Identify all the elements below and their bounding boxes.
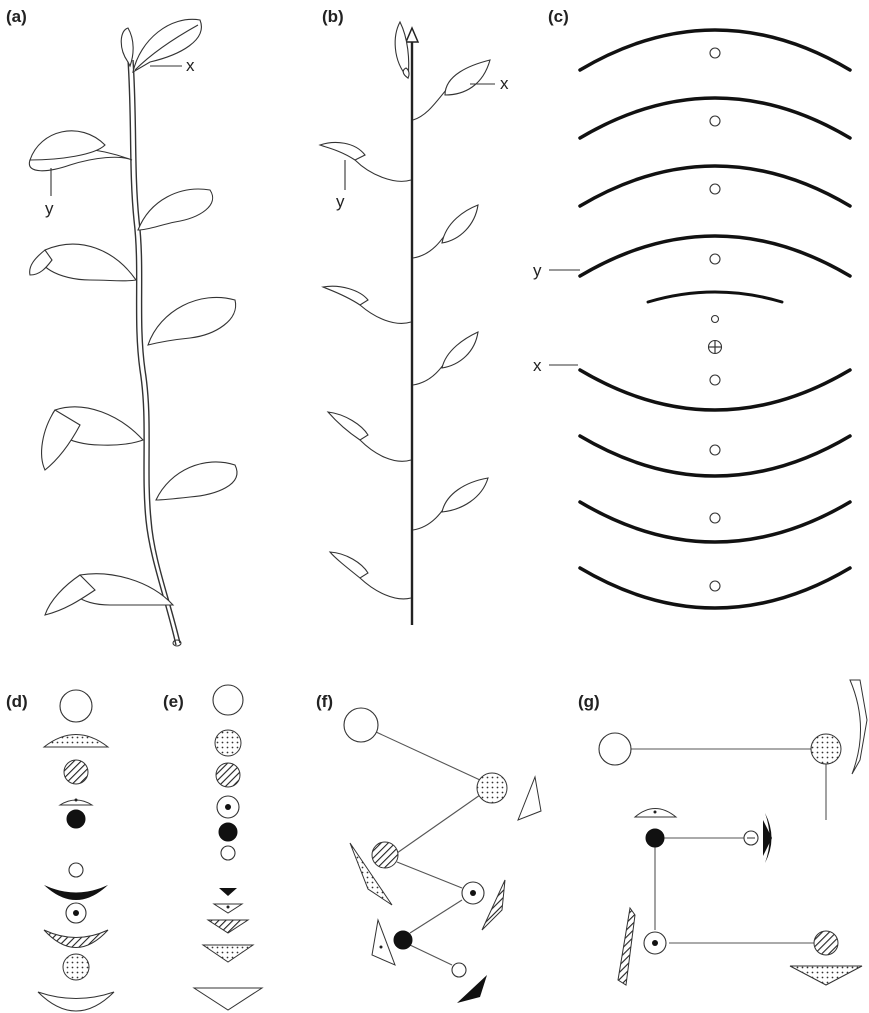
e-hatched-wedge	[208, 920, 248, 933]
d-outer-circle	[60, 690, 92, 722]
g-hatched-wedge	[618, 908, 635, 985]
d-outer-wedge	[38, 992, 114, 1011]
f-small-wedge	[372, 920, 395, 965]
d-black-circle	[67, 810, 85, 828]
g-dotted-wedge	[790, 966, 862, 985]
callout-y-a: y	[45, 199, 54, 218]
g-hatched-circle	[814, 931, 838, 955]
e-small-circle	[221, 846, 235, 860]
g-black-circle	[646, 829, 664, 847]
panel-d-label: (d)	[6, 692, 28, 711]
f-outer-circle	[344, 708, 378, 742]
panel-c-label: (c)	[548, 7, 569, 26]
panel-b-label: (b)	[322, 7, 344, 26]
e-hatched-circle	[216, 763, 240, 787]
d-black-wedge	[44, 885, 108, 900]
d-small-circle	[69, 863, 83, 877]
panel-e-label: (e)	[163, 692, 184, 711]
panel-b: (b) x y	[320, 7, 509, 625]
callout-x-a: x	[186, 56, 195, 75]
g-outer-wedge	[850, 680, 867, 774]
e-black-wedge	[219, 888, 237, 896]
panel-g: (g)	[578, 680, 867, 985]
lower-arcs	[580, 370, 850, 608]
d-hatched-circle	[64, 760, 88, 784]
f-black-circle	[394, 931, 412, 949]
e-black-circle	[219, 823, 237, 841]
d-hatched-wedge	[44, 930, 108, 948]
panel-g-label: (g)	[578, 692, 600, 711]
upper-arcs	[580, 30, 850, 323]
panel-d: (d)	[6, 690, 114, 1011]
g-outer-circle	[599, 733, 631, 765]
f-hatched-wedge	[482, 880, 505, 930]
shoot-drawing	[29, 19, 237, 646]
panel-c: (c) y	[533, 7, 850, 608]
panel-a: (a)	[6, 7, 237, 646]
panel-e: (e)	[163, 685, 262, 1010]
f-small-circle	[452, 963, 466, 977]
g-dotted-circle	[811, 734, 841, 764]
callout-y-b: y	[336, 192, 345, 211]
right-leaves	[413, 60, 490, 530]
left-leaves	[320, 142, 411, 598]
axis-symbol	[709, 341, 722, 354]
callout-y-c: y	[533, 261, 542, 280]
d-dotted-circle	[63, 954, 89, 980]
e-dotted-wedge	[203, 945, 253, 962]
f-black-wedge	[457, 975, 487, 1003]
callout-x-b: x	[500, 74, 509, 93]
callout-x-c: x	[533, 356, 542, 375]
f-outer-wedge	[518, 777, 541, 820]
panel-f: (f)	[316, 692, 541, 1003]
d-dotted-wedge	[44, 735, 108, 748]
f-hatched-circle	[372, 842, 398, 868]
e-outer-wedge	[194, 988, 262, 1010]
e-outer-circle	[213, 685, 243, 715]
e-dotted-circle	[215, 730, 241, 756]
f-dotted-circle	[477, 773, 507, 803]
panel-a-label: (a)	[6, 7, 27, 26]
panel-f-label: (f)	[316, 692, 333, 711]
apex-arrow	[406, 28, 418, 42]
